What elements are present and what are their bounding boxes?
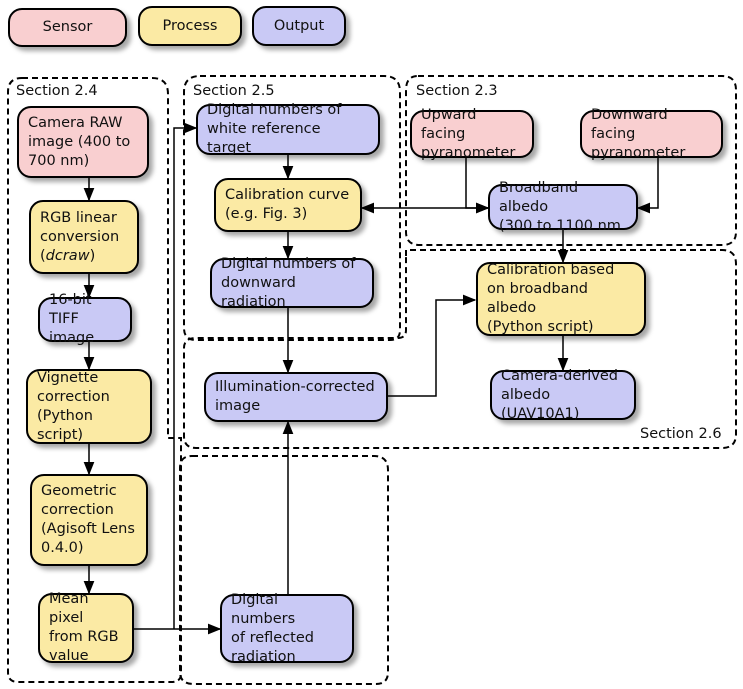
node-illum-label: Illumination-corrected image bbox=[215, 379, 375, 414]
node-mean-pixel: Mean pixel from RGB value bbox=[38, 591, 134, 664]
legend-process-label: Process bbox=[162, 17, 218, 34]
node-dn-down: Digital numbers of downward radiation bbox=[210, 256, 374, 310]
node-calib-curve-label: Calibration curve (e.g. Fig. 3) bbox=[225, 187, 350, 222]
node-camera-albedo: Camera-derived albedo (UAV10A1) bbox=[490, 368, 636, 422]
legend-output: Output bbox=[252, 6, 346, 46]
node-calib-broadband: Calibration based on broadband albedo (P… bbox=[476, 262, 646, 336]
node-camera-albedo-label: Camera-derived albedo (UAV10A1) bbox=[501, 367, 618, 422]
node-upward-label: Upward facing pyranometer bbox=[421, 106, 516, 161]
node-broadband-label: Broadband albedo (300 to 1100 nm bbox=[499, 179, 621, 234]
section-2-3-label: Section 2.3 bbox=[416, 83, 498, 99]
node-dn-reflected-label: Digital numbers of reflected radiation bbox=[231, 591, 314, 665]
node-upward-pyranometer: Upward facing pyranometer bbox=[410, 107, 534, 161]
section-2-5-outline bbox=[183, 75, 401, 341]
node-tiff: 16-bit TIFF image bbox=[38, 292, 132, 346]
arrow-illum-to-calib-broadband bbox=[388, 294, 477, 397]
legend-sensor: Sensor bbox=[8, 8, 127, 47]
node-rgb-linear-label: RGB linear conversion (dcraw) bbox=[40, 209, 119, 266]
node-rgb-linear-close: ) bbox=[89, 247, 96, 264]
node-dn-reflected: Digital numbers of reflected radiation bbox=[220, 592, 354, 665]
node-dn-white: Digital numbers of white reference targe… bbox=[196, 102, 380, 156]
node-calib-curve: Calibration curve (e.g. Fig. 3) bbox=[214, 178, 362, 232]
node-geometric-label: Geometric correction (Agisoft Lens 0.4.0… bbox=[41, 483, 135, 556]
arrow-upward-to-broadband bbox=[465, 158, 490, 214]
section-2-4-outline bbox=[7, 77, 182, 683]
section-2-5-label: Section 2.5 bbox=[193, 83, 275, 99]
node-dn-down-label: Digital numbers of downward radiation bbox=[221, 255, 356, 310]
node-dn-white-label: Digital numbers of white reference targe… bbox=[207, 102, 342, 156]
legend-process: Process bbox=[138, 6, 242, 46]
node-calib-broadband-label: Calibration based on broadband albedo (P… bbox=[487, 262, 615, 335]
node-illum-corrected: Illumination-corrected image bbox=[204, 372, 388, 422]
node-vignette: Vignette correction (Python script) bbox=[26, 369, 152, 444]
node-rgb-linear-text: RGB linear conversion ( bbox=[40, 209, 120, 264]
legend-sensor-label: Sensor bbox=[42, 19, 93, 35]
node-rgb-linear-tool: dcraw bbox=[45, 247, 90, 264]
section-2-6-outline bbox=[183, 249, 737, 449]
section-2-4-label: Section 2.4 bbox=[16, 83, 98, 99]
arrow-downward-to-broadband bbox=[636, 158, 659, 214]
node-camera-raw-label: Camera RAW image (400 to 700 nm) bbox=[28, 114, 131, 169]
node-camera-raw: Camera RAW image (400 to 700 nm) bbox=[17, 106, 149, 178]
legend-output-label: Output bbox=[273, 17, 325, 34]
section-2-6-label: Section 2.6 bbox=[640, 426, 722, 442]
node-mean-pixel-label: Mean pixel from RGB value bbox=[49, 591, 119, 664]
arrow-mean-to-white bbox=[173, 122, 198, 629]
node-rgb-linear: RGB linear conversion (dcraw) bbox=[29, 200, 139, 274]
node-tiff-label: 16-bit TIFF image bbox=[49, 292, 95, 346]
node-broadband-albedo: Broadband albedo (300 to 1100 nm bbox=[488, 180, 638, 234]
section-2-3-outline bbox=[405, 75, 737, 246]
node-geometric: Geometric correction (Agisoft Lens 0.4.0… bbox=[30, 474, 148, 566]
node-downward-label: Downward facing pyranometer bbox=[591, 106, 686, 161]
node-vignette-label: Vignette correction (Python script) bbox=[37, 369, 110, 443]
reflected-section-outline bbox=[179, 455, 389, 685]
node-downward-pyranometer: Downward facing pyranometer bbox=[580, 107, 723, 161]
